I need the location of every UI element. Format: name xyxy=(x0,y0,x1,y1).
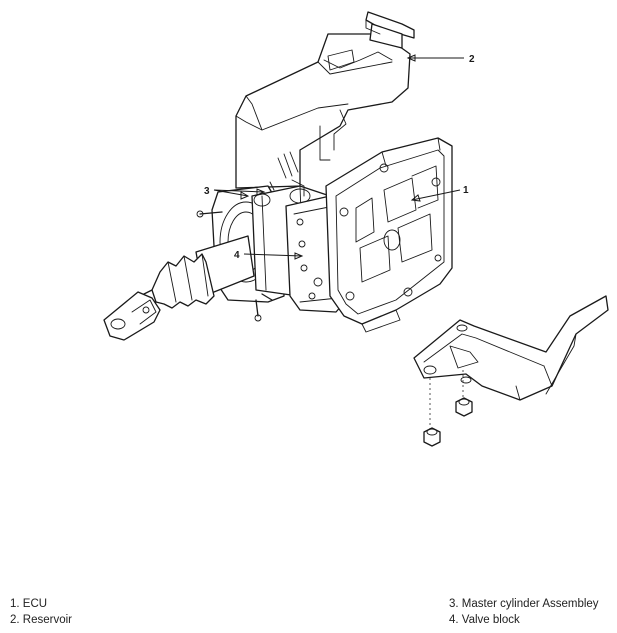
legend-item-ecu: 1. ECU xyxy=(10,598,48,610)
legend-left-column: 1. ECU 2. Reservoir xyxy=(10,596,72,628)
legend-item-reservoir: 2. Reservoir xyxy=(10,614,72,626)
legend-item-master-cylinder: 3. Master cylinder Assembley xyxy=(449,598,599,610)
callout-1: 1 xyxy=(463,185,469,196)
callout-2: 2 xyxy=(469,54,475,65)
callout-3: 3 xyxy=(204,186,210,197)
push-rod-boot-illustration xyxy=(103,235,255,341)
legend-item-valve-block: 4. Valve block xyxy=(449,614,520,626)
brake-assembly-diagram: 2 1 3 4 xyxy=(103,11,609,447)
ecu-illustration xyxy=(325,137,453,333)
legend-right-column: 3. Master cylinder Assembley 4. Valve bl… xyxy=(449,596,599,628)
mounting-bracket-illustration xyxy=(413,295,609,401)
mounting-nuts-illustration xyxy=(423,370,473,447)
reservoir-illustration xyxy=(235,11,415,189)
callout-leaders xyxy=(213,54,464,260)
callout-4: 4 xyxy=(234,250,240,261)
